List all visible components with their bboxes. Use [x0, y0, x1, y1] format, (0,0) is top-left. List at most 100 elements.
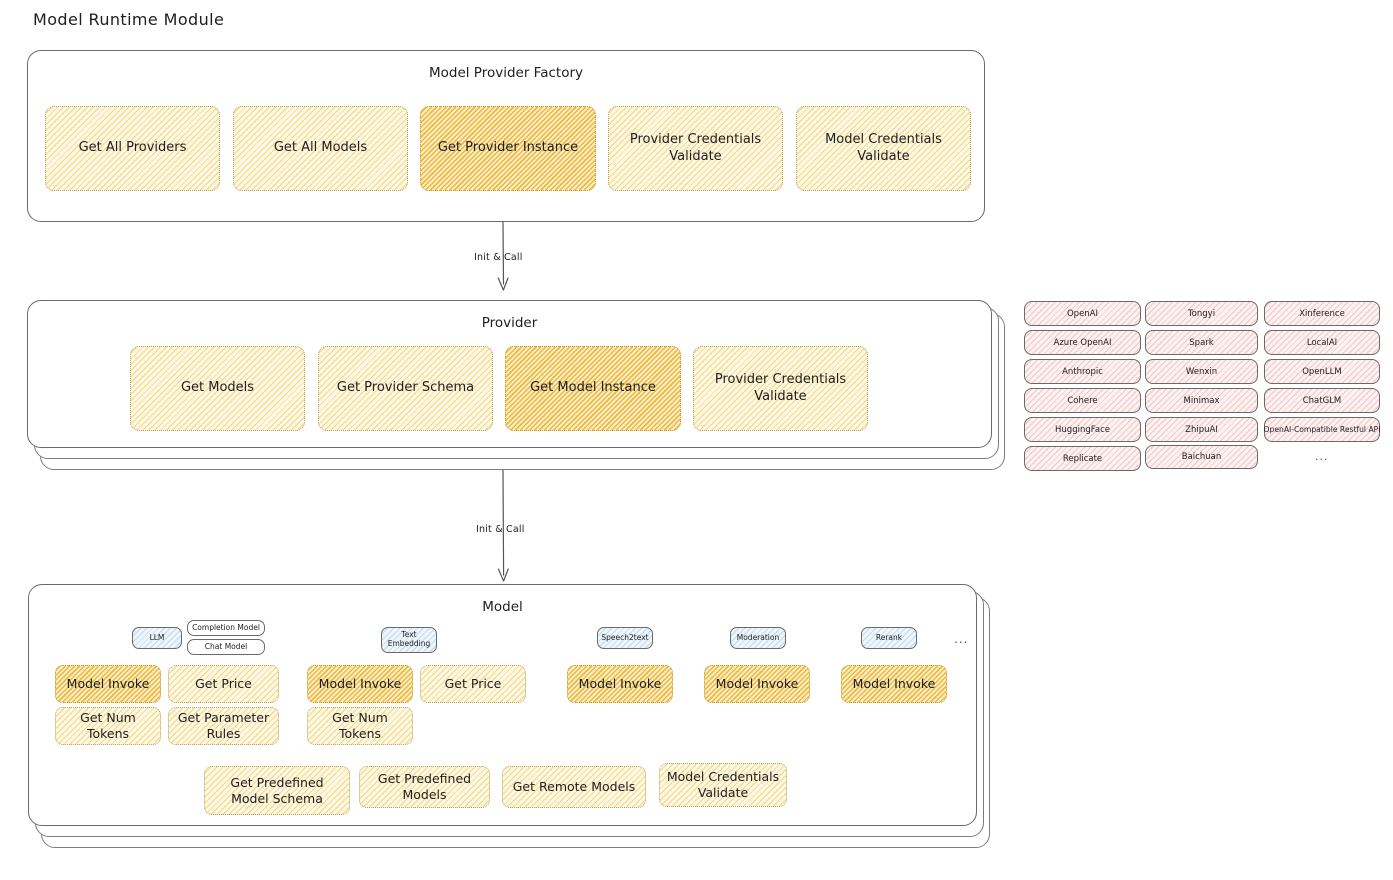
provider-title: Provider — [481, 315, 538, 331]
provider-chip-openllm[interactable]: OpenLLM — [1264, 359, 1380, 384]
provider-chip-replicate[interactable]: Replicate — [1024, 446, 1141, 471]
badge-label: LLM — [149, 632, 165, 642]
badge-label: Text Embedding — [387, 630, 431, 648]
provider-chip-anthropic[interactable]: Anthropic — [1024, 359, 1141, 384]
factory-node-get-provider-instance[interactable]: Get Provider Instance — [420, 106, 596, 191]
provider-node-get-models[interactable]: Get Models — [130, 346, 305, 431]
chip-label: OpenAI-Compatible Restful API — [1263, 425, 1381, 434]
model-sub-badge-completion-model[interactable]: Completion Model — [187, 620, 265, 636]
provider-chip-spark[interactable]: Spark — [1145, 330, 1258, 355]
node-label: Model Credentials Validate — [666, 769, 780, 800]
model-provider-factory-title: Model Provider Factory — [428, 65, 583, 81]
node-label: Get Parameter Rules — [177, 710, 270, 741]
chip-label: ChatGLM — [1302, 395, 1342, 406]
model-common-get-remote-models[interactable]: Get Remote Models — [502, 766, 646, 808]
llm-method-get-num-tokens[interactable]: Get Num Tokens — [55, 707, 161, 745]
provider-chip-wenxin[interactable]: Wenxin — [1145, 359, 1258, 384]
provider-chip-xinference[interactable]: Xinference — [1264, 301, 1380, 326]
model-type-badge-speech2text[interactable]: Speech2text — [597, 627, 653, 649]
provider-chip-azure-openai[interactable]: Azure OpenAI — [1024, 330, 1141, 355]
badge-label: Rerank — [875, 632, 903, 642]
chip-label: Spark — [1189, 337, 1214, 348]
model-common-model-credentials-validate[interactable]: Model Credentials Validate — [659, 763, 787, 807]
node-label: Get Remote Models — [512, 779, 636, 795]
provider-chip-cohere[interactable]: Cohere — [1024, 388, 1141, 413]
model-types-more: ... — [954, 632, 969, 646]
node-label: Model Invoke — [318, 676, 402, 692]
provider-chip-openai[interactable]: OpenAI — [1024, 301, 1141, 326]
node-label: Get Predefined Models — [377, 771, 472, 802]
page-title: Model Runtime Module — [33, 10, 225, 29]
provider-chip-chatglm[interactable]: ChatGLM — [1264, 388, 1380, 413]
badge-label: Completion Model — [192, 622, 260, 632]
text-embedding-method-model-invoke[interactable]: Model Invoke — [307, 665, 413, 703]
node-label: Get Model Instance — [530, 380, 656, 396]
node-label: Get All Providers — [78, 140, 187, 156]
chip-label: Minimax — [1183, 395, 1220, 406]
llm-method-get-price[interactable]: Get Price — [168, 665, 279, 703]
model-common-get-predefined-model-schema[interactable]: Get Predefined Model Schema — [204, 766, 350, 815]
chip-label: Xinference — [1299, 308, 1345, 319]
badge-label: Moderation — [736, 632, 780, 642]
node-label: Provider Credentials Validate — [714, 372, 847, 404]
factory-node-get-all-models[interactable]: Get All Models — [233, 106, 408, 191]
node-label: Get Models — [180, 380, 255, 396]
provider-chip-huggingface[interactable]: HuggingFace — [1024, 417, 1141, 442]
chip-label: Replicate — [1062, 453, 1103, 464]
provider-chip-openai-compatible-restful-api[interactable]: OpenAI-Compatible Restful API — [1264, 417, 1380, 442]
factory-node-model-credentials-validate[interactable]: Model Credentials Validate — [796, 106, 971, 191]
provider-node-provider-credentials-validate[interactable]: Provider Credentials Validate — [693, 346, 868, 431]
provider-node-get-provider-schema[interactable]: Get Provider Schema — [318, 346, 493, 431]
badge-label: Speech2text — [601, 632, 649, 642]
node-label: Get Price — [444, 676, 502, 692]
provider-card: Provider Get Models Get Provider Schema … — [27, 300, 992, 448]
model-sub-badge-chat-model[interactable]: Chat Model — [187, 639, 265, 655]
factory-node-get-all-providers[interactable]: Get All Providers — [45, 106, 220, 191]
node-label: Model Invoke — [852, 676, 936, 692]
node-label: Get Provider Instance — [437, 140, 579, 156]
model-type-badge-text-embedding[interactable]: Text Embedding — [381, 627, 437, 653]
provider-chip-minimax[interactable]: Minimax — [1145, 388, 1258, 413]
chip-label: Tongyi — [1187, 308, 1216, 319]
text-embedding-method-get-price[interactable]: Get Price — [420, 665, 526, 703]
chip-label: OpenAI — [1066, 308, 1099, 319]
provider-list-more: ... — [1315, 450, 1329, 463]
chip-label: OpenLLM — [1302, 366, 1342, 377]
provider-chip-baichuan[interactable]: Baichuan — [1145, 445, 1258, 469]
chip-label: Baichuan — [1181, 452, 1222, 462]
provider-chip-tongyi[interactable]: Tongyi — [1145, 301, 1258, 326]
provider-node-get-model-instance[interactable]: Get Model Instance — [505, 346, 681, 431]
rerank-method-model-invoke[interactable]: Model Invoke — [841, 665, 947, 703]
speech2text-method-model-invoke[interactable]: Model Invoke — [567, 665, 673, 703]
llm-method-get-parameter-rules[interactable]: Get Parameter Rules — [168, 707, 279, 745]
model-type-badge-moderation[interactable]: Moderation — [730, 627, 786, 649]
node-label: Model Credentials Validate — [825, 132, 942, 164]
node-label: Get All Models — [273, 140, 368, 156]
model-common-get-predefined-models[interactable]: Get Predefined Models — [359, 766, 490, 808]
chip-label: Wenxin — [1185, 366, 1218, 377]
node-label: Get Num Tokens — [332, 710, 388, 741]
moderation-method-model-invoke[interactable]: Model Invoke — [704, 665, 810, 703]
text-embedding-method-get-num-tokens[interactable]: Get Num Tokens — [307, 707, 413, 745]
node-label: Model Invoke — [715, 676, 799, 692]
chip-label: Cohere — [1067, 395, 1098, 406]
node-label: Get Predefined Model Schema — [230, 774, 324, 806]
provider-chip-localai[interactable]: LocalAI — [1264, 330, 1380, 355]
node-label: Get Provider Schema — [336, 380, 475, 396]
node-label: Get Price — [195, 676, 252, 692]
provider-chip-zhipuai[interactable]: ZhipuAI — [1145, 417, 1258, 442]
llm-method-model-invoke[interactable]: Model Invoke — [55, 665, 161, 703]
chip-label: Azure OpenAI — [1053, 337, 1112, 348]
badge-label: Chat Model — [204, 641, 248, 651]
factory-node-provider-credentials-validate[interactable]: Provider Credentials Validate — [608, 106, 783, 191]
chip-label: Anthropic — [1062, 366, 1103, 377]
arrow-provider-to-model — [493, 470, 513, 585]
model-type-badge-rerank[interactable]: Rerank — [861, 627, 917, 649]
arrow-label-init-and-call-1: Init & Call — [474, 252, 523, 263]
arrow-label-init-and-call-2: Init & Call — [476, 524, 525, 535]
node-label: Get Num Tokens — [80, 710, 136, 741]
model-card: Model LLM Completion Model Chat Model Mo… — [28, 584, 977, 826]
model-type-badge-llm[interactable]: LLM — [132, 627, 182, 649]
arrow-factory-to-provider — [493, 222, 513, 294]
